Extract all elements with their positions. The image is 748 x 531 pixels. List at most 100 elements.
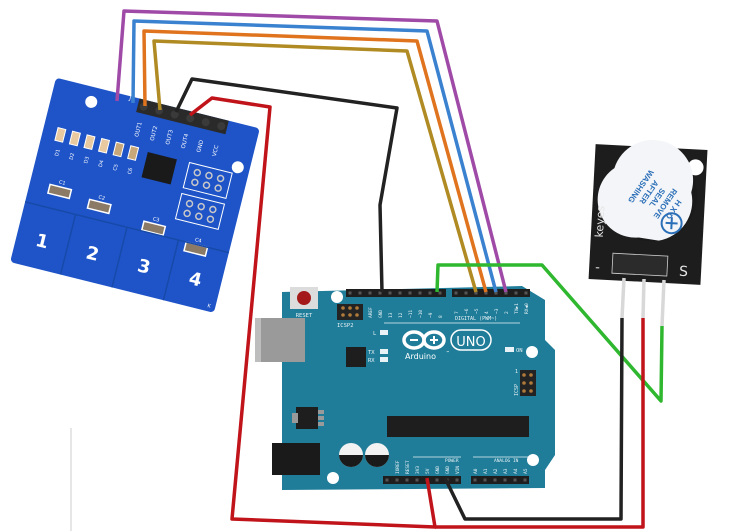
sticker-text: H X D REMOVE SEAL AFTER WASHING <box>626 168 683 221</box>
header-pin[interactable] <box>216 121 226 131</box>
header-pin[interactable] <box>513 478 517 482</box>
header-pin[interactable] <box>464 291 468 295</box>
pin-label: RX◀0 <box>524 303 530 314</box>
pin-label: D2 <box>69 152 77 160</box>
wire-gnd-gnd[interactable] <box>174 77 399 293</box>
header-pin[interactable] <box>428 291 432 295</box>
led-rx <box>380 357 388 362</box>
touch-pad-2[interactable]: 2 <box>84 243 101 266</box>
header-pin[interactable] <box>523 478 527 482</box>
wire-signal-d8[interactable] <box>435 263 664 403</box>
pin-label: VIN <box>455 466 461 474</box>
header-pin[interactable] <box>378 291 382 295</box>
smd-capacitor <box>140 220 167 237</box>
icsp2-label: ICSP2 <box>337 323 354 329</box>
pin-label: A4 <box>513 468 519 474</box>
pin-label: OUT1 <box>134 122 144 138</box>
wire-buzzer-gnd[interactable] <box>443 317 624 521</box>
touch-pad-3[interactable]: 3 <box>135 255 152 278</box>
touch-pad-1[interactable]: 1 <box>33 230 50 253</box>
svg-text:K: K <box>207 303 212 310</box>
header-pin[interactable] <box>474 291 478 295</box>
wire-out3-d4[interactable] <box>142 29 488 293</box>
mount-hole <box>85 95 98 108</box>
header-pin[interactable] <box>493 478 497 482</box>
header-pin[interactable] <box>201 117 211 127</box>
smd-led <box>112 141 125 158</box>
header-pin[interactable] <box>438 291 442 295</box>
header-pin[interactable] <box>455 478 459 482</box>
led-on <box>505 347 514 352</box>
svg-text:RX: RX <box>368 358 375 364</box>
header-pin[interactable] <box>454 291 458 295</box>
power-header <box>383 476 461 484</box>
pin-label: TX▶1 <box>514 303 520 314</box>
touch-pad-4[interactable]: 4 <box>187 268 204 291</box>
pin-minus-label: - <box>595 260 601 275</box>
pin-label: 5V <box>425 468 431 474</box>
pin-label: OUT4 <box>181 133 191 150</box>
header-pin[interactable] <box>185 113 195 123</box>
header-pin[interactable] <box>388 291 392 295</box>
wire-out4-d5[interactable] <box>152 39 478 293</box>
header-pin[interactable] <box>504 291 508 295</box>
header-pin[interactable] <box>405 478 409 482</box>
svg-text:1: 1 <box>515 369 518 375</box>
header-pin[interactable] <box>170 110 180 120</box>
pin-label: GND <box>378 310 384 318</box>
header-pin[interactable] <box>385 478 389 482</box>
pin-label: 13 <box>388 312 394 318</box>
pin-label: C1 <box>58 180 66 187</box>
header-pin[interactable] <box>494 291 498 295</box>
digital-header-left <box>346 289 446 297</box>
header-pin[interactable] <box>395 478 399 482</box>
pin-label: A1 <box>483 468 489 474</box>
pin-label: 8 <box>438 315 444 318</box>
wires <box>115 9 664 529</box>
header-pin[interactable] <box>398 291 402 295</box>
header-pin[interactable] <box>348 291 352 295</box>
header-pin[interactable] <box>415 478 419 482</box>
header-pin[interactable] <box>473 478 477 482</box>
smd-led <box>97 137 111 154</box>
header-pin[interactable] <box>514 291 518 295</box>
led-l <box>380 330 388 335</box>
wire-out2-d3[interactable] <box>131 19 498 293</box>
pin-label: A3 <box>503 468 509 474</box>
header-pin[interactable] <box>524 291 528 295</box>
pin-label: C4 <box>194 237 202 244</box>
header-pin[interactable] <box>358 291 362 295</box>
mount-hole <box>331 291 343 303</box>
header-pin[interactable] <box>483 478 487 482</box>
pin-label: ~6 <box>464 308 470 314</box>
power-label: POWER <box>445 458 459 464</box>
pin-label: ~3 <box>494 308 500 314</box>
wire-vcc-5v[interactable] <box>188 96 437 529</box>
wire-out1-d2[interactable] <box>115 9 508 293</box>
led-tx <box>380 349 388 354</box>
pin-label: RESET <box>405 460 411 474</box>
jumper-block-bottom <box>174 192 226 230</box>
pin-signal-label: S <box>679 264 689 280</box>
smd-capacitor <box>86 198 112 215</box>
pin-label: 2 <box>504 311 510 314</box>
icsp-label: ICSP <box>514 384 520 396</box>
header-pin[interactable] <box>435 478 439 482</box>
arduino-brand-label: Arduino <box>405 352 436 361</box>
header-pin[interactable] <box>418 291 422 295</box>
pin-label: C6 <box>127 167 134 175</box>
pin-label: ~11 <box>408 310 414 318</box>
header-pin[interactable] <box>368 291 372 295</box>
buzzer-connector <box>611 252 669 277</box>
pin-label: ~5 <box>474 308 480 314</box>
header-pin[interactable] <box>408 291 412 295</box>
header-pin[interactable] <box>484 291 488 295</box>
header-pin[interactable] <box>503 478 507 482</box>
wire-buzzer-vcc[interactable] <box>435 318 645 529</box>
mount-hole <box>526 346 538 358</box>
pin-label: IOREF <box>395 460 401 474</box>
